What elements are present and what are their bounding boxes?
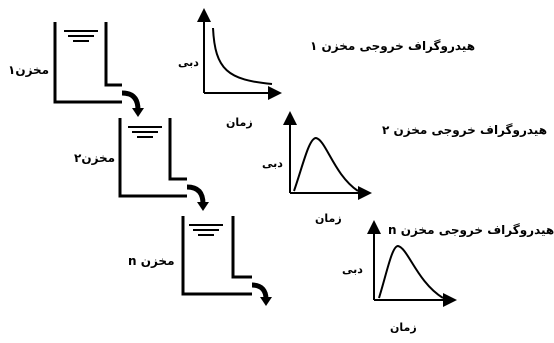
hydrograph-1-curve (212, 27, 273, 85)
hydrograph-2-title: هیدروگراف خروجی مخزن ۲ (382, 123, 548, 137)
hydrograph-n-xlabel: زمان (390, 321, 417, 334)
hydrograph-n-curve (378, 244, 444, 299)
cascade-reservoir-diagram: مخزن۱ مخزن۲ مخزن n هیدروگراف خروجی مخزن … (8, 8, 554, 334)
hydrograph-1-xlabel: زمان (226, 116, 253, 129)
hydrograph-2 (283, 111, 372, 200)
hydrograph-2-xlabel: زمان (315, 212, 342, 225)
reservoir-n (181, 216, 272, 306)
reservoir-2 (118, 118, 209, 211)
diagram-graphics (53, 8, 457, 307)
hydrograph-2-ylabel: دبی (262, 157, 283, 170)
reservoir-1 (53, 22, 144, 117)
hydrograph-2-curve (293, 136, 359, 192)
hydrograph-n-title: هیدروگراف خروجی مخزن n (388, 223, 554, 237)
reservoir-n-label: مخزن n (128, 254, 175, 268)
reservoir-2-label: مخزن۲ (74, 151, 116, 165)
hydrograph-1-ylabel: دبی (178, 56, 199, 69)
hydrograph-n (367, 220, 457, 307)
hydrograph-1 (197, 8, 282, 100)
hydrograph-1-title: هیدروگراف خروجی مخزن ۱ (310, 39, 476, 53)
reservoir-1-label: مخزن۱ (8, 63, 50, 77)
hydrograph-n-ylabel: دبی (342, 263, 363, 276)
